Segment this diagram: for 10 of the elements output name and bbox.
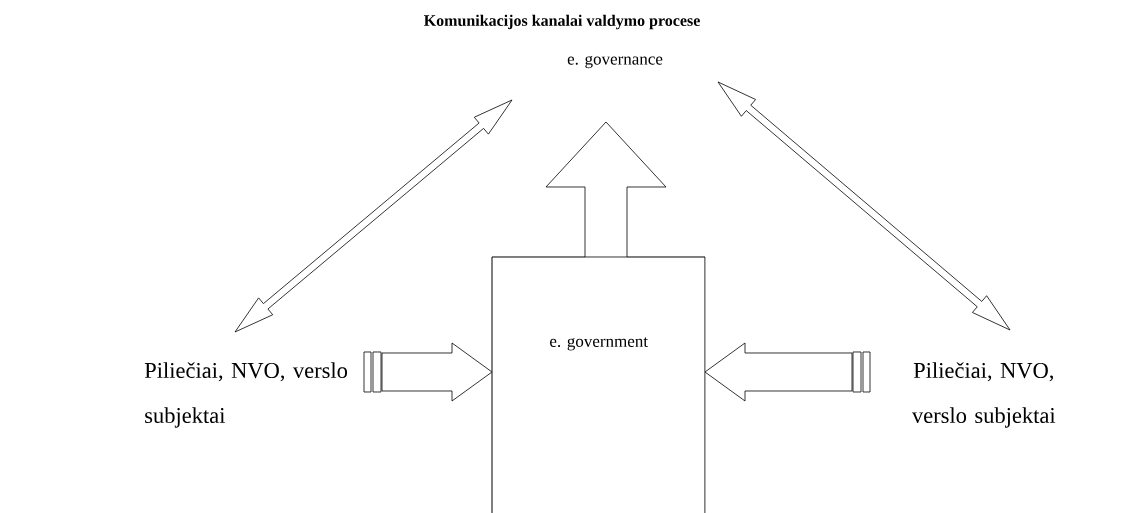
actor-label: Piliečiai, NVO, verslo subjektai [144,362,348,428]
node-label: e. governance [567,55,663,69]
block-arrow [363,342,493,402]
block-arrow [717,81,1011,331]
government-box: e. government [491,256,706,513]
actor-label: Piliečiai, NVO, verslo subjektai [911,362,1056,428]
block-arrow [234,99,513,333]
block-arrow [704,342,871,402]
title: Komunikacijos kanalai valdymo procese [423,14,700,30]
block-arrow [545,121,667,258]
